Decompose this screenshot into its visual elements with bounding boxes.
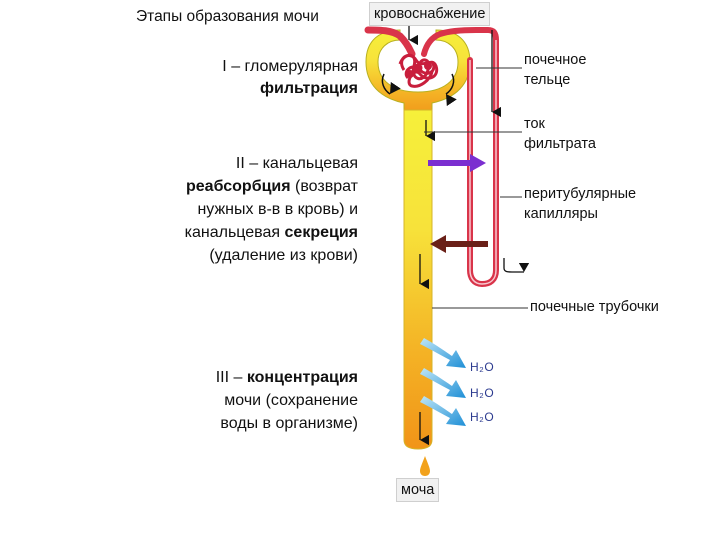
water-arrows [420, 338, 466, 426]
renal-tubules-label: почечные трубочки [530, 299, 659, 315]
capsule-flow-left-arrow [381, 73, 401, 95]
water-label-1: H₂O [470, 360, 495, 374]
reabsorption-arrow [428, 154, 486, 172]
water-arrow-3 [420, 396, 466, 426]
secretion-arrow [430, 235, 488, 253]
stage-1-label: I – гломерулярная фильтрация [222, 58, 358, 97]
water-arrow-1 [420, 338, 466, 368]
urine-drop [420, 456, 430, 476]
urine-label: моча [396, 478, 440, 502]
peritubular-capillaries-label: перитубулярные капилляры [524, 186, 637, 222]
afferent-arteriole [364, 26, 416, 58]
filtrate-flow-label: ток фильтрата [524, 116, 596, 152]
water-arrow-2 [420, 368, 466, 398]
renal-tubule [403, 109, 433, 450]
renal-corpuscle-label: почечное тельце [524, 52, 587, 88]
stage-2-label: II – канальцевая реабсорбция (возврат ну… [184, 155, 358, 264]
water-label-3: H₂O [470, 410, 495, 424]
capillary-outflow-arrow [503, 258, 530, 273]
blood-supply-label: кровоснабжение [369, 2, 491, 26]
glomerulus [398, 53, 439, 88]
capsule-flow-right-arrow [445, 73, 457, 107]
water-label-2: H₂O [470, 386, 495, 400]
page-title: Этапы образования мочи [136, 8, 319, 25]
peritubular-capillary-lumen [469, 40, 497, 285]
stage-3-label: III – концентрация мочи (сохранение воды… [215, 369, 358, 432]
